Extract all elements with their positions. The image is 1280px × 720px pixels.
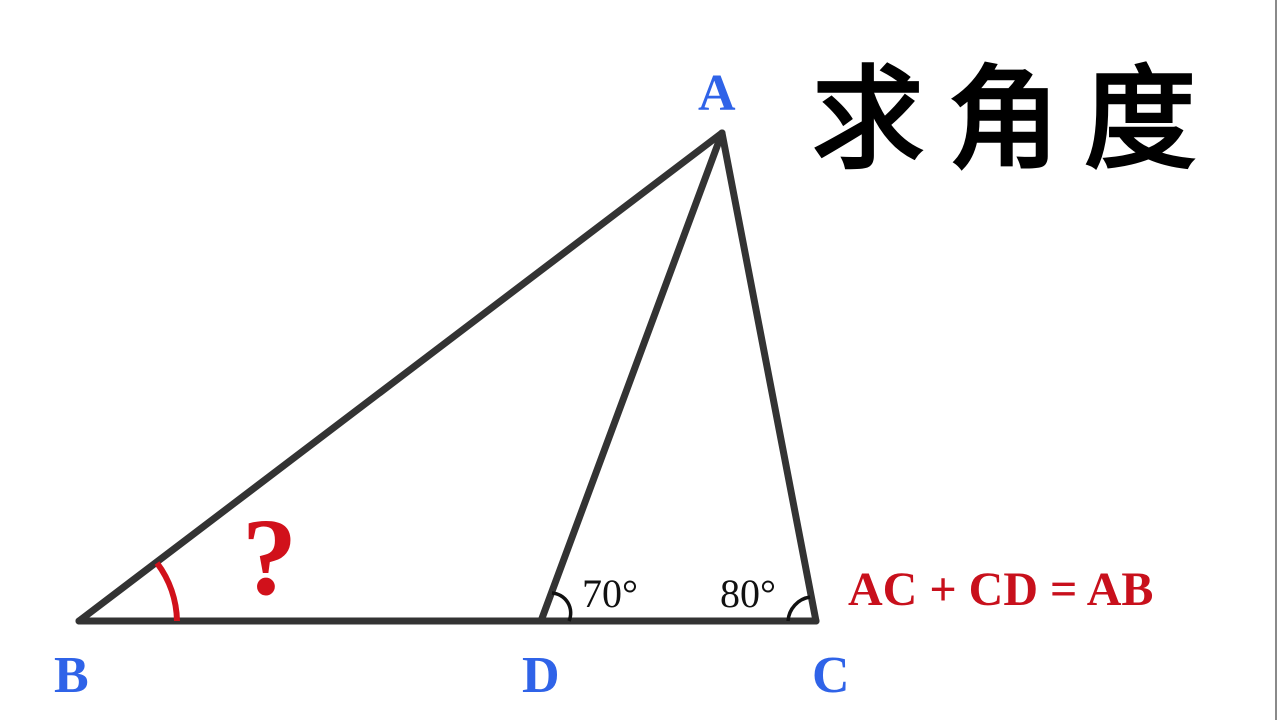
given-condition: AC + CD = AB bbox=[848, 563, 1154, 616]
segment-ad bbox=[537, 129, 726, 625]
segment-ab bbox=[75, 129, 726, 625]
frame-edge bbox=[1275, 0, 1277, 720]
angle-label-c: 80° bbox=[720, 571, 776, 616]
angle-arc-d bbox=[551, 591, 573, 622]
vertex-label-b: B bbox=[54, 647, 89, 704]
angle-arc-c bbox=[786, 595, 811, 622]
vertex-label-c: C bbox=[812, 647, 850, 704]
segment-ac bbox=[718, 129, 820, 625]
unknown-angle-mark: ? bbox=[242, 496, 297, 618]
angle-label-d: 70° bbox=[582, 571, 638, 616]
page-title: 求角度 bbox=[812, 55, 1220, 185]
angle-arc-b bbox=[154, 561, 180, 622]
vertex-label-d: D bbox=[522, 647, 560, 704]
vertex-label-a: A bbox=[698, 65, 736, 122]
